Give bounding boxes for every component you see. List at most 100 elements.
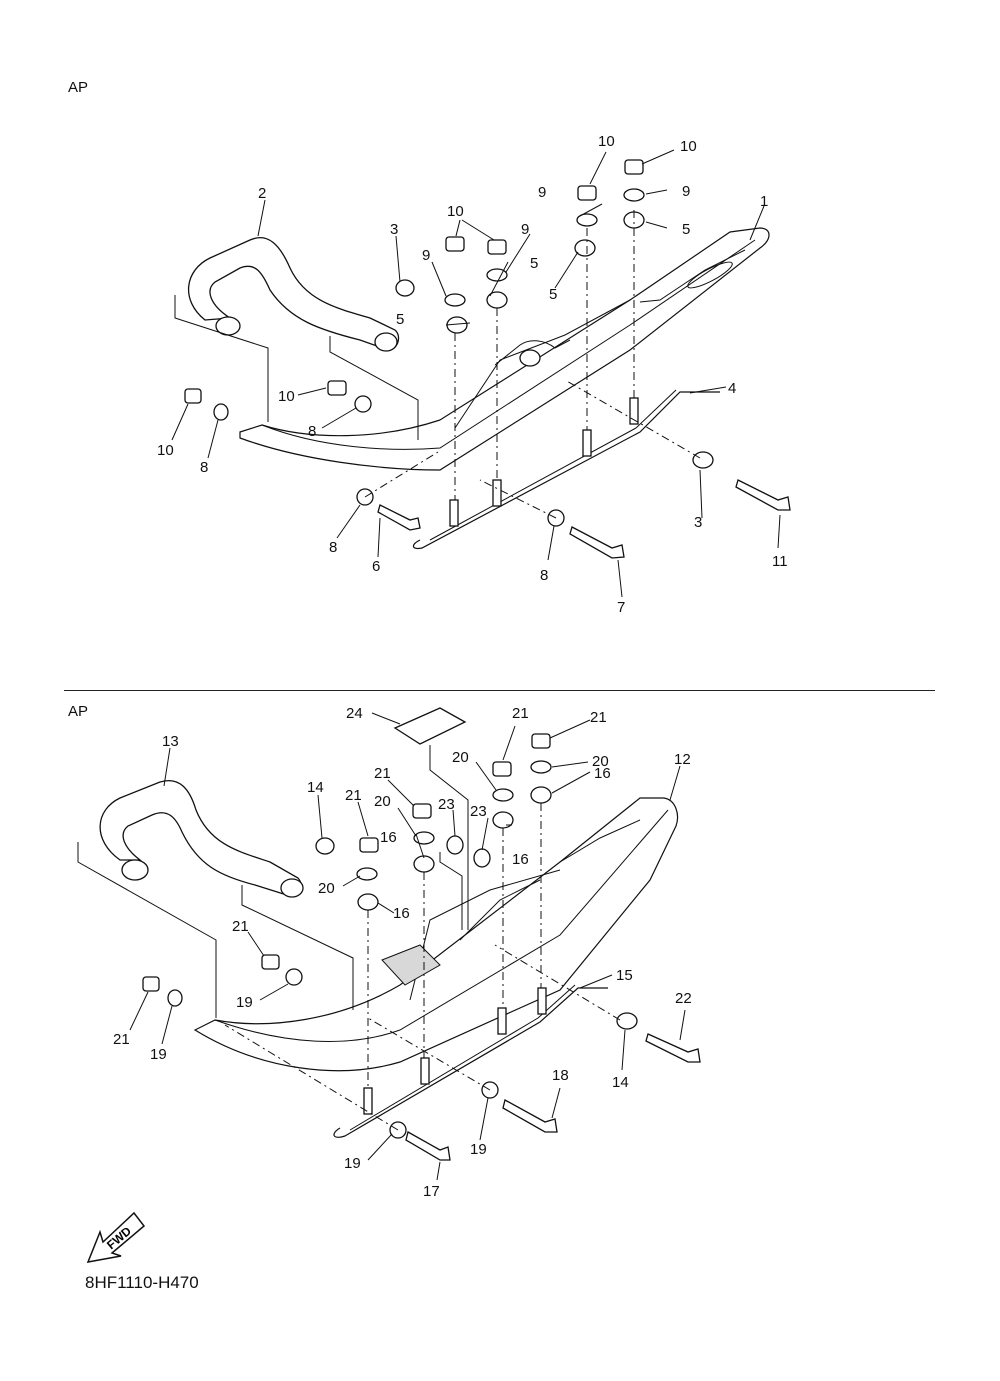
callout-9: 9 — [521, 221, 529, 238]
hardware-bottom — [142, 733, 701, 1161]
spacer-23a — [446, 835, 464, 855]
washer-19b — [167, 989, 183, 1007]
callout-1: 1 — [760, 193, 768, 210]
nut-10a — [577, 185, 597, 201]
collar-3a — [395, 279, 415, 297]
washer-9d — [444, 293, 466, 307]
callouts-bottom: 12 13 14 14 15 16 16 16 16 17 18 19 19 1… — [113, 705, 692, 1200]
washer-20d — [356, 867, 378, 881]
wear-plate-24 — [393, 707, 467, 745]
bolt-22 — [645, 1033, 701, 1063]
spacer-23b — [473, 848, 491, 868]
callout-9: 9 — [422, 247, 430, 264]
callout-3: 3 — [390, 221, 398, 238]
bushing-16d — [357, 893, 379, 911]
callout-21: 21 — [113, 1031, 130, 1048]
collar-14a — [315, 837, 335, 855]
assembly-lines-top — [174, 210, 701, 519]
washer-9b — [623, 188, 645, 202]
callout-19: 19 — [236, 994, 253, 1011]
nut-21f — [142, 976, 160, 992]
ski-insert-dark — [381, 944, 441, 986]
hardware-top — [184, 159, 791, 559]
callout-19: 19 — [344, 1155, 361, 1172]
callout-6: 6 — [372, 558, 380, 575]
bolt-7 — [569, 526, 625, 559]
nut-21e — [261, 954, 280, 970]
callout-10: 10 — [680, 138, 697, 155]
callout-21: 21 — [345, 787, 362, 804]
washer-20b — [530, 760, 552, 774]
ski-runner-bottom — [333, 987, 608, 1138]
callout-20: 20 — [452, 749, 469, 766]
callout-16: 16 — [393, 905, 410, 922]
section-divider — [64, 690, 935, 691]
nut-21c — [412, 803, 432, 819]
callout-16: 16 — [512, 851, 529, 868]
nut-10f — [184, 388, 202, 404]
nut-21a — [492, 761, 512, 777]
ski-handle-top — [188, 237, 400, 351]
callout-5: 5 — [530, 255, 538, 272]
handle-mount-left-b — [121, 859, 149, 881]
ski-runner-top — [412, 391, 720, 550]
callout-17: 17 — [423, 1183, 440, 1200]
callout-8: 8 — [308, 423, 316, 440]
washer-20c — [413, 831, 435, 845]
nut-10d — [445, 236, 465, 252]
callout-13: 13 — [162, 733, 179, 750]
callout-22: 22 — [675, 990, 692, 1007]
callout-8: 8 — [540, 567, 548, 584]
callout-24: 24 — [346, 705, 363, 722]
callout-5: 5 — [682, 221, 690, 238]
bushing-5c — [486, 291, 508, 309]
assembly-lines-bottom — [77, 745, 621, 1131]
callout-21: 21 — [374, 765, 391, 782]
leader-lines-bottom — [129, 712, 686, 1181]
callout-10: 10 — [157, 442, 174, 459]
callout-21: 21 — [512, 705, 529, 722]
callout-9: 9 — [538, 184, 546, 201]
washer-20a — [492, 788, 514, 802]
callout-12: 12 — [674, 751, 691, 768]
diagram-code: 8HF1110-H470 — [85, 1273, 199, 1292]
section-label-bottom: AP — [68, 703, 89, 720]
callout-14: 14 — [612, 1074, 629, 1091]
callout-10: 10 — [598, 133, 615, 150]
callout-8: 8 — [329, 539, 337, 556]
callout-18: 18 — [552, 1067, 569, 1084]
nut-10b — [624, 159, 644, 175]
callout-11: 11 — [772, 553, 788, 570]
washer-8a — [354, 395, 372, 413]
callout-20: 20 — [592, 753, 609, 770]
bushing-16c — [413, 855, 435, 873]
nut-21d — [359, 837, 379, 853]
bolt-18 — [502, 1099, 558, 1133]
callout-21: 21 — [590, 709, 607, 726]
callout-21: 21 — [232, 918, 249, 935]
callout-10: 10 — [447, 203, 464, 220]
handle-mount-right-b — [280, 878, 304, 898]
washer-9c — [486, 268, 508, 282]
washer-19a — [285, 968, 303, 986]
bolt-11 — [735, 479, 791, 511]
nut-10c — [487, 239, 507, 255]
callout-16: 16 — [380, 829, 397, 846]
washer-9a — [576, 213, 598, 227]
runner-studs-top — [449, 397, 639, 527]
callout-15: 15 — [616, 967, 633, 984]
callout-8: 8 — [200, 459, 208, 476]
nut-21b — [531, 733, 551, 749]
leader-lines-top — [171, 149, 781, 598]
callout-20: 20 — [318, 880, 335, 897]
bushing-16b — [492, 811, 514, 829]
callout-16: 16 — [594, 765, 611, 782]
ski-assembly-top: 1 2 3 3 4 5 5 5 5 6 7 8 8 8 8 9 9 9 9 10 — [157, 133, 791, 616]
bolt-6 — [377, 504, 421, 531]
bolt-17 — [405, 1131, 451, 1161]
callout-19: 19 — [470, 1141, 487, 1158]
bushing-5a — [574, 239, 596, 257]
ski-body-bottom — [193, 797, 679, 1072]
collar-14b — [616, 1012, 638, 1030]
